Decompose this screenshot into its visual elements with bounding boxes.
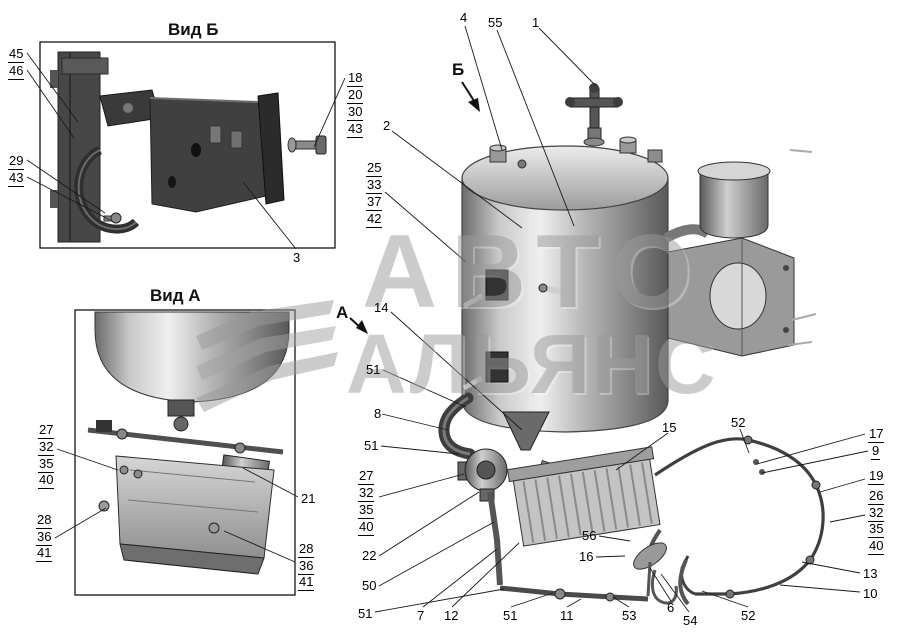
view-b-title: Вид Б bbox=[168, 20, 219, 39]
expansion-cup bbox=[699, 171, 769, 239]
plate-flange bbox=[119, 543, 265, 575]
callout-15: 15 bbox=[662, 420, 677, 435]
callout-28: 28 bbox=[298, 541, 315, 558]
callout-33: 33 bbox=[366, 177, 383, 194]
callout-17: 17 bbox=[868, 426, 885, 443]
leader-lines bbox=[26, 25, 869, 613]
hose bbox=[678, 559, 690, 606]
callout-51: 51 bbox=[503, 608, 518, 623]
fuel-filter bbox=[633, 542, 667, 570]
callout-37: 37 bbox=[366, 194, 383, 211]
callout-26: 26 bbox=[868, 488, 885, 505]
callout-21: 21 bbox=[301, 491, 316, 506]
callout-54: 54 bbox=[683, 613, 698, 628]
callout-52: 52 bbox=[741, 608, 756, 623]
bracket-flange bbox=[257, 92, 285, 205]
bottom-pipe bbox=[499, 585, 649, 602]
callout-55: 55 bbox=[488, 15, 503, 30]
spacer bbox=[230, 130, 243, 149]
callout-27: 27 bbox=[38, 422, 55, 439]
callout-51: 51 bbox=[364, 438, 379, 453]
callout-2: 2 bbox=[383, 118, 391, 133]
bolt bbox=[98, 500, 110, 512]
callout-36: 36 bbox=[36, 529, 53, 546]
callout-20: 20 bbox=[347, 87, 364, 104]
callout-41: 41 bbox=[298, 574, 315, 591]
callout-51: 51 bbox=[358, 606, 373, 621]
callout-16: 16 bbox=[579, 549, 594, 564]
callout-32: 32 bbox=[38, 439, 55, 456]
callout-40: 40 bbox=[38, 472, 55, 489]
direction-b-label: Б bbox=[452, 60, 465, 79]
callout-35: 35 bbox=[38, 456, 55, 473]
mount-bracket bbox=[149, 97, 267, 213]
pump-pipe bbox=[487, 491, 503, 586]
callout-50: 50 bbox=[362, 578, 377, 593]
callout-11: 11 bbox=[560, 608, 574, 623]
direction-arrows bbox=[349, 81, 480, 334]
callout-51: 51 bbox=[366, 362, 381, 377]
drain-funnel bbox=[502, 411, 550, 451]
view-a-title: Вид А bbox=[150, 286, 201, 305]
callout-42: 42 bbox=[366, 211, 383, 228]
callout-28: 28 bbox=[36, 512, 53, 529]
callout-27: 27 bbox=[358, 468, 375, 485]
tank-clamp bbox=[485, 351, 509, 383]
washer bbox=[287, 137, 297, 153]
view-b-inset bbox=[39, 41, 336, 249]
callout-53: 53 bbox=[622, 608, 637, 623]
callout-19: 19 bbox=[868, 468, 885, 485]
cross-valve bbox=[565, 83, 623, 147]
callout-32: 32 bbox=[868, 505, 885, 522]
bracket-hole bbox=[709, 262, 767, 330]
callout-29: 29 bbox=[8, 153, 25, 170]
callout-18: 18 bbox=[347, 70, 364, 87]
callout-32: 32 bbox=[358, 485, 375, 502]
callout-43: 43 bbox=[347, 121, 364, 138]
callout-1: 1 bbox=[532, 15, 540, 30]
callout-41: 41 bbox=[36, 545, 53, 562]
heater-tank-top bbox=[461, 145, 669, 211]
callout-7: 7 bbox=[417, 608, 425, 623]
watermark-logo-icon bbox=[196, 300, 338, 412]
callout-14: 14 bbox=[374, 300, 389, 315]
callout-45: 45 bbox=[8, 46, 25, 63]
callout-25: 25 bbox=[366, 160, 383, 177]
callout-43: 43 bbox=[8, 170, 25, 187]
callout-35: 35 bbox=[358, 502, 375, 519]
bolt-head bbox=[315, 135, 327, 155]
callout-46: 46 bbox=[8, 63, 25, 80]
callout-6: 6 bbox=[667, 600, 675, 615]
callout-10: 10 bbox=[863, 586, 878, 601]
arrow-a bbox=[356, 320, 368, 334]
callout-13: 13 bbox=[863, 566, 878, 581]
callout-52: 52 bbox=[731, 415, 746, 430]
heater-tank-body bbox=[461, 177, 669, 433]
callout-12: 12 bbox=[444, 608, 459, 623]
callout-8: 8 bbox=[374, 406, 382, 421]
tank-clamp bbox=[485, 269, 509, 301]
direction-a-label: А bbox=[336, 303, 349, 322]
callout-3: 3 bbox=[293, 250, 301, 265]
cab-pillar bbox=[57, 51, 101, 243]
callout-56: 56 bbox=[582, 528, 597, 543]
callout-4: 4 bbox=[460, 10, 468, 25]
callout-40: 40 bbox=[868, 538, 885, 555]
arrow-b bbox=[468, 98, 480, 112]
bolt bbox=[208, 522, 220, 534]
callout-40: 40 bbox=[358, 519, 375, 536]
callout-36: 36 bbox=[298, 558, 315, 575]
callout-9: 9 bbox=[871, 443, 881, 460]
hook bbox=[650, 569, 678, 605]
spacer bbox=[209, 125, 222, 144]
callout-35: 35 bbox=[868, 521, 885, 538]
callout-30: 30 bbox=[347, 104, 364, 121]
screw bbox=[110, 212, 122, 224]
callout-22: 22 bbox=[362, 548, 377, 563]
heat-exchanger bbox=[506, 446, 661, 547]
main-assembly bbox=[438, 83, 825, 606]
